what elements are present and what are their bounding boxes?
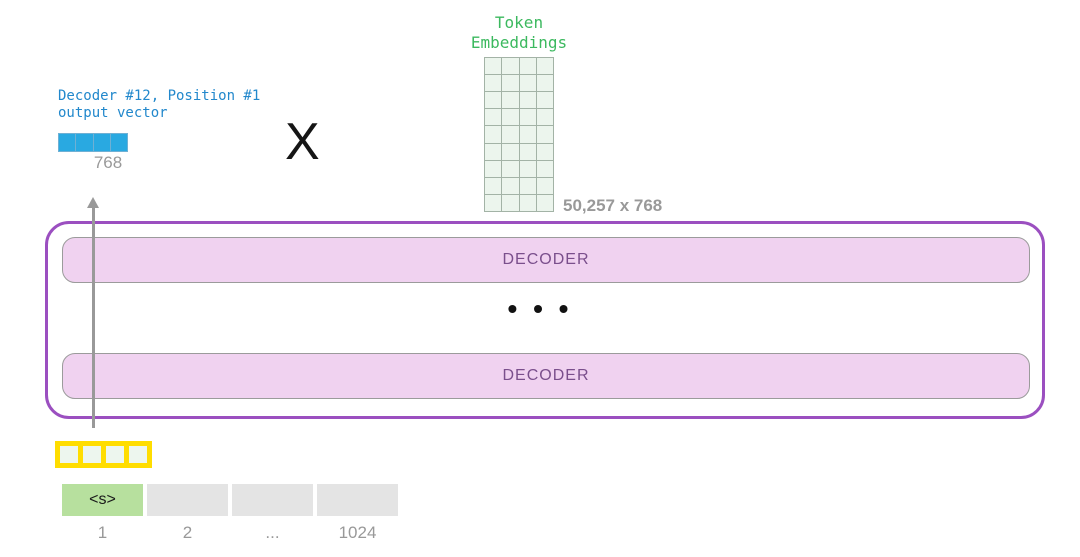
embedding-matrix-cell	[536, 177, 554, 195]
embedding-matrix-cell	[502, 75, 520, 93]
embedding-matrix-cell	[502, 58, 520, 76]
embedding-matrix-cell	[485, 177, 503, 195]
embedding-matrix-cell	[519, 109, 537, 127]
up-arrow-head-icon	[87, 197, 99, 208]
embedding-matrix-cell	[536, 92, 554, 110]
embedding-matrix-cell	[502, 194, 520, 212]
embedding-matrix-cell	[485, 194, 503, 212]
embedding-matrix-cell	[536, 126, 554, 144]
embedding-matrix-cell	[485, 92, 503, 110]
embedding-matrix-cell	[536, 160, 554, 178]
output-vector-label: Decoder #12, Position #1 output vector	[58, 88, 261, 121]
embedding-matrix-cell	[536, 109, 554, 127]
output-vector-cell	[59, 134, 76, 151]
input-vector-cell	[129, 446, 147, 463]
input-vector	[55, 441, 152, 468]
embedding-matrix-cell	[485, 126, 503, 144]
embedding-matrix-cell	[519, 92, 537, 110]
input-vector-cell	[83, 446, 101, 463]
embedding-matrix-cell	[519, 126, 537, 144]
embedding-matrix-cell	[502, 109, 520, 127]
multiply-symbol: X	[285, 113, 320, 171]
embedding-matrix-cell	[485, 75, 503, 93]
embedding-matrix-cell	[519, 194, 537, 212]
embeddings-dimensions-label: 50,257 x 768	[563, 196, 663, 215]
position-label: 2	[182, 523, 193, 542]
embedding-matrix-cell	[519, 160, 537, 178]
embedding-matrix-cell	[536, 143, 554, 161]
token-embeddings-title: Token Embeddings	[470, 13, 568, 52]
embedding-matrix-cell	[502, 143, 520, 161]
output-vector-cell	[75, 134, 93, 151]
embedding-matrix-cell	[502, 177, 520, 195]
position-label: 1	[97, 523, 108, 542]
embedding-matrix-cell	[485, 160, 503, 178]
output-vector-cell	[92, 134, 110, 151]
token-cell-start: <s>	[62, 484, 143, 516]
decoder-stack-box	[45, 221, 1045, 419]
embedding-matrix-cell	[502, 92, 520, 110]
decoder-stack-ellipsis: • • •	[507, 293, 573, 324]
position-label: 1024	[338, 523, 377, 542]
up-arrow-line	[92, 207, 95, 428]
token-cell	[317, 484, 398, 516]
input-vector-cell	[60, 446, 78, 463]
token-cell	[147, 484, 228, 516]
embedding-matrix-cell	[485, 143, 503, 161]
token-cell	[232, 484, 313, 516]
decoder-layer-top: DECODER	[62, 237, 1030, 283]
embedding-matrix-cell	[485, 58, 503, 76]
decoder-layer-bottom: DECODER	[62, 353, 1030, 399]
embedding-matrix-cell	[502, 126, 520, 144]
embedding-matrix-cell	[536, 58, 554, 76]
output-vector	[58, 133, 128, 152]
output-vector-size-label: 768	[93, 153, 123, 172]
embedding-matrix-cell	[519, 143, 537, 161]
input-vector-cell	[106, 446, 124, 463]
embedding-matrix-cell	[502, 160, 520, 178]
output-vector-cell	[109, 134, 127, 151]
embedding-matrix-cell	[519, 58, 537, 76]
embedding-matrix-cell	[536, 75, 554, 93]
position-label: ...	[265, 523, 280, 542]
embedding-matrix-cell	[519, 75, 537, 93]
embedding-matrix-cell	[519, 177, 537, 195]
embedding-matrix-cell	[485, 109, 503, 127]
position-label-row: 1 2... 1024	[62, 523, 398, 543]
token-embeddings-matrix	[484, 57, 554, 212]
token-row: <s>	[62, 484, 398, 516]
embedding-matrix-cell	[536, 194, 554, 212]
